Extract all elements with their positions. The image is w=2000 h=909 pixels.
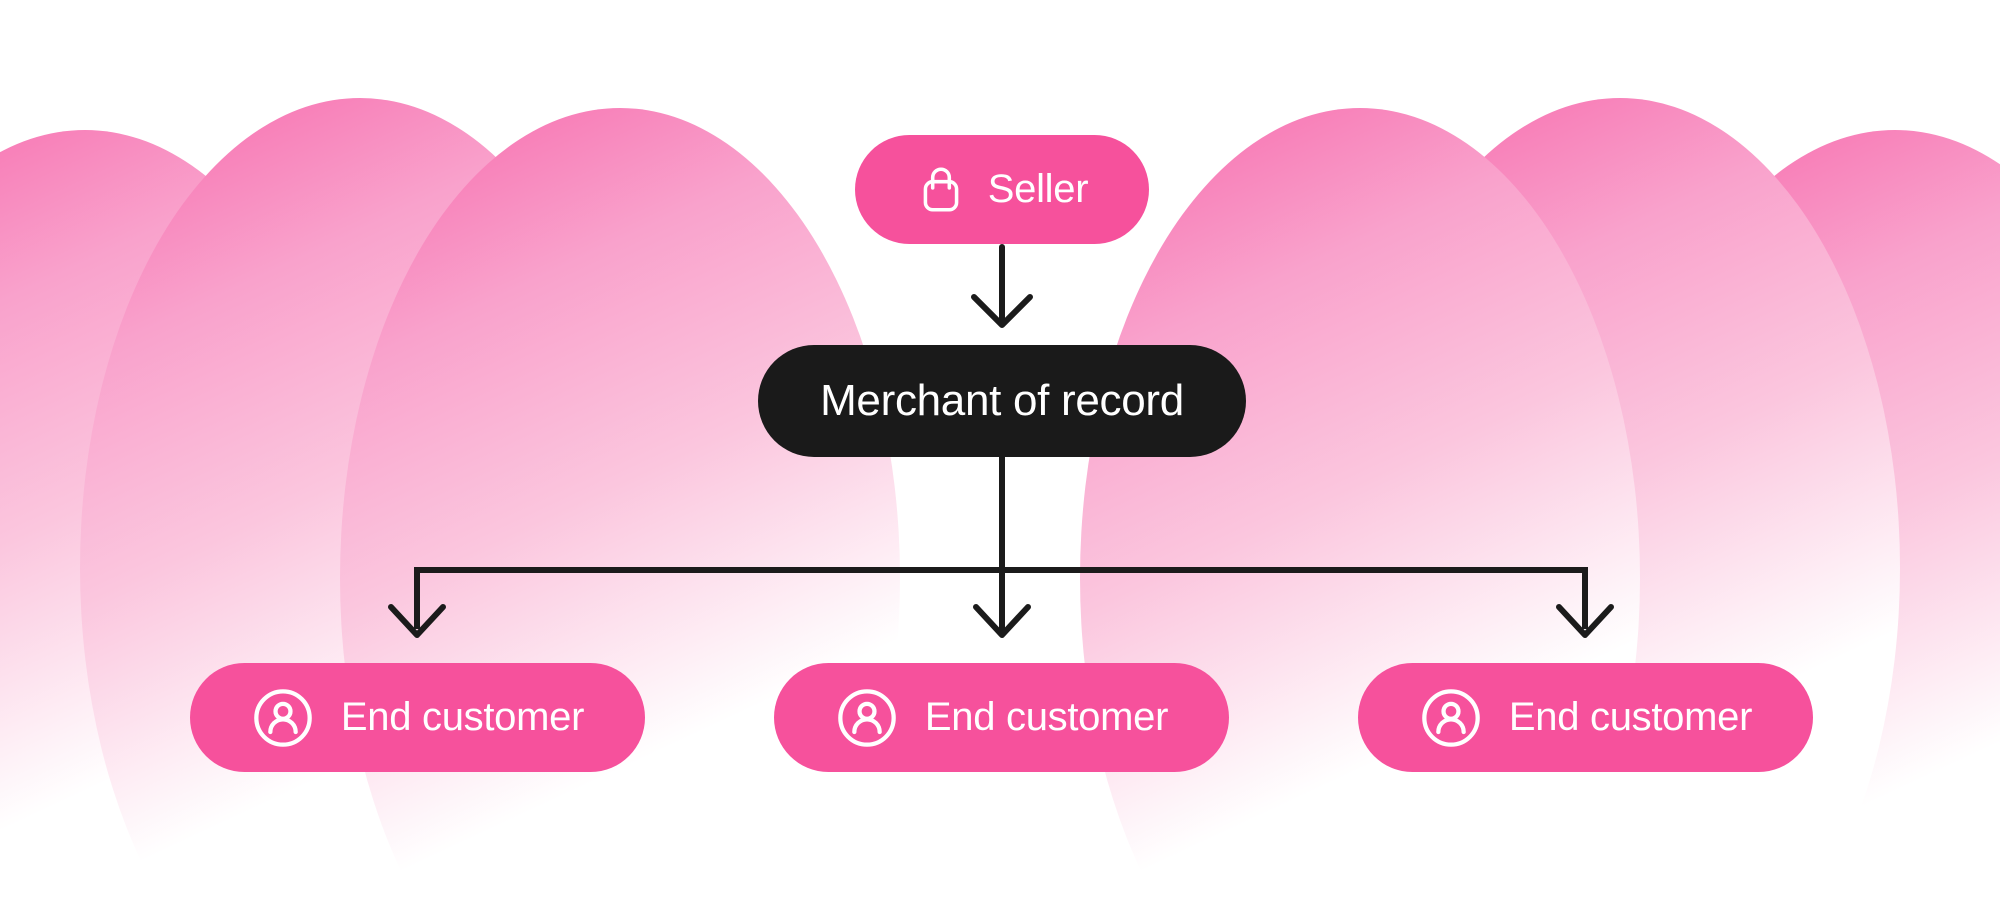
background-gradient-oval (340, 108, 900, 909)
end-customer-node: End customer (1358, 663, 1813, 772)
seller-label: Seller (987, 167, 1089, 211)
merchant-of-record-node: Merchant of record (758, 345, 1246, 457)
arrow-down-icon (973, 604, 1031, 638)
end-customer-label: End customer (924, 695, 1169, 739)
arrow-down-icon (971, 294, 1033, 328)
user-icon (251, 686, 315, 750)
end-customer-node: End customer (190, 663, 645, 772)
user-icon (835, 686, 899, 750)
end-customer-label: End customer (1508, 695, 1753, 739)
seller-node: Seller (855, 135, 1149, 244)
background-gradient-oval (1080, 108, 1640, 909)
end-customer-node: End customer (774, 663, 1229, 772)
shopping-bag-icon (916, 163, 966, 217)
user-icon (1419, 686, 1483, 750)
merchant-of-record-label: Merchant of record (820, 376, 1184, 425)
arrow-down-icon (1556, 604, 1614, 638)
end-customer-label: End customer (340, 695, 585, 739)
arrow-down-icon (388, 604, 446, 638)
